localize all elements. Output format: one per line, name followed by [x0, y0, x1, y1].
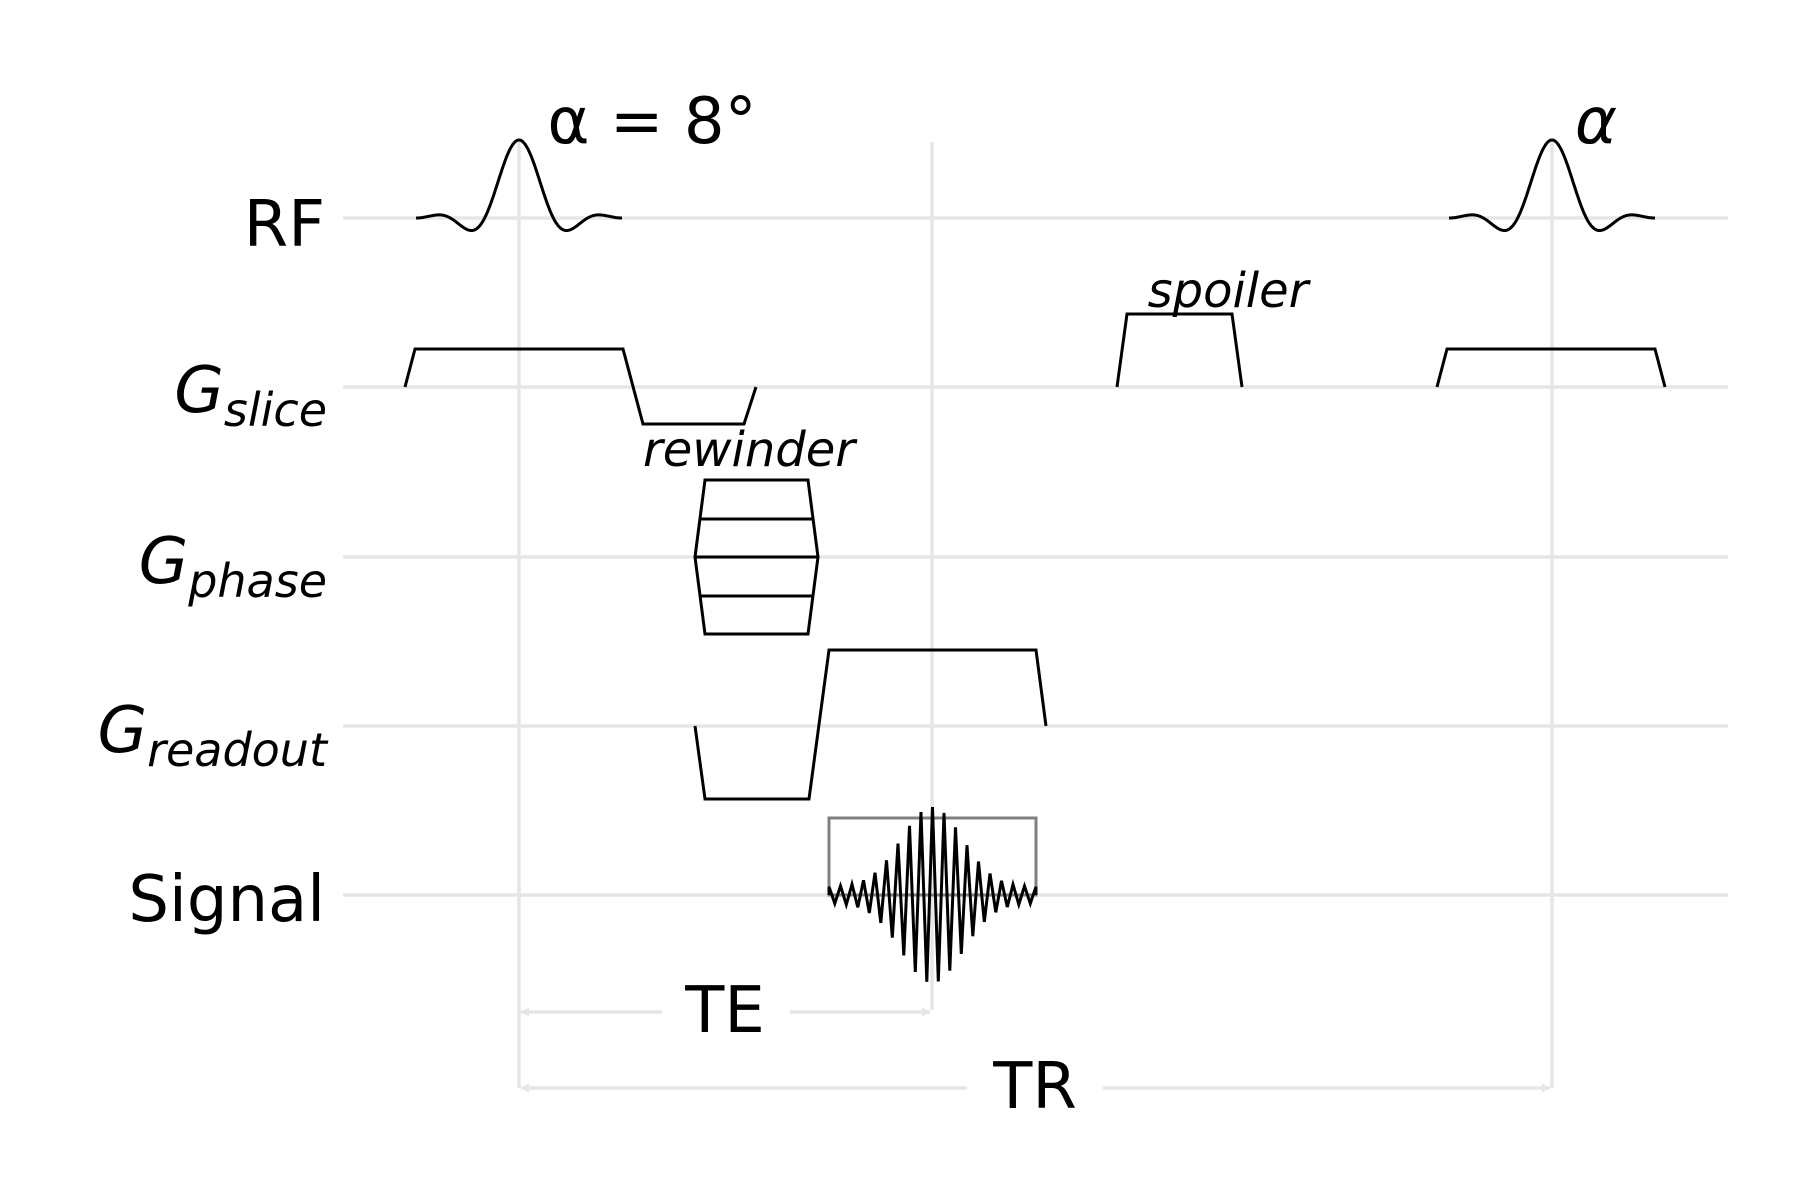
flip-angle-label-1: α = 8° [547, 85, 756, 159]
rewinder-label: rewinder [643, 422, 858, 478]
echo-signal [827, 806, 1038, 982]
interval-arrows [520, 1007, 1551, 1093]
te-label: TE [684, 974, 765, 1048]
timing-markers [517, 142, 1554, 1088]
phase-row-label: Gphase [139, 525, 327, 608]
rf-sinc-pulse-2 [1449, 138, 1655, 232]
signal-row-label: Signal [128, 863, 325, 937]
readout-gradient [693, 648, 1048, 801]
slice-row-label: Gslice [174, 354, 327, 437]
flip-angle-label-2: α [1575, 85, 1617, 159]
rf-row-label: RF [244, 188, 325, 262]
row-baselines [343, 216, 1728, 897]
readout-row-label: Greadout [97, 694, 328, 777]
slice-select-lobe-1 [403, 347, 758, 426]
spoiler-lobe [1115, 312, 1244, 388]
phase-encode-table [693, 478, 820, 636]
rf-sinc-pulse-1 [416, 138, 622, 232]
slice-select-lobe-2 [1435, 347, 1667, 388]
spoiler-label: spoiler [1148, 263, 1312, 319]
tr-label: TR [992, 1050, 1077, 1124]
